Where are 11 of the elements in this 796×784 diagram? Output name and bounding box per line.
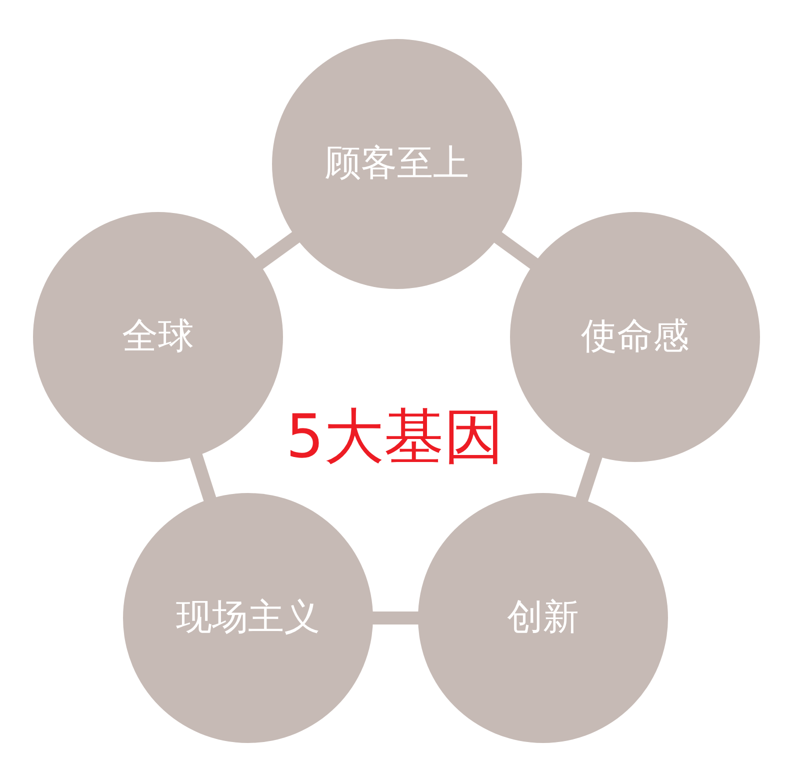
connector-line xyxy=(254,230,302,270)
node-label: 现场主义 xyxy=(176,598,320,638)
connector-line xyxy=(492,231,540,270)
node-label: 顾客至上 xyxy=(325,144,469,184)
connector-line xyxy=(371,612,420,624)
node-label: 创新 xyxy=(507,598,579,638)
connector-line xyxy=(189,452,217,503)
center-title: 5大基因 xyxy=(286,407,504,467)
node-label: 全球 xyxy=(122,317,194,357)
connector-line xyxy=(575,452,603,504)
node-label: 使命感 xyxy=(581,317,689,357)
